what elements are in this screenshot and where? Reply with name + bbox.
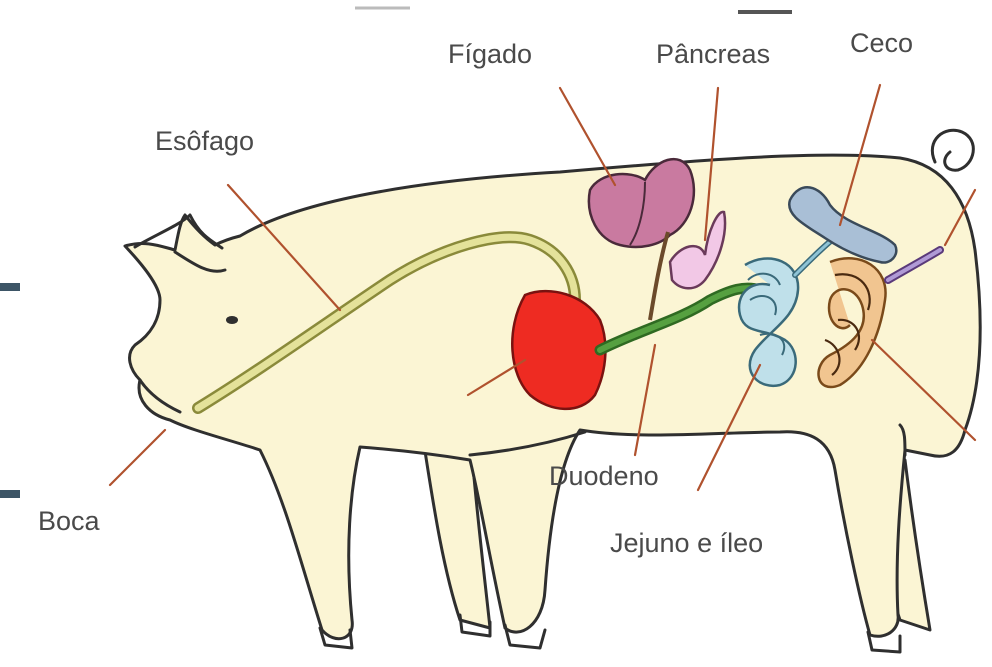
side-bar-top (0, 283, 20, 291)
pig-eye (226, 316, 238, 324)
label-jejuno-ileo: Jejuno e íleo (610, 528, 763, 558)
label-duodeno: Duodeno (549, 461, 659, 491)
label-esofago: Esôfago (155, 126, 254, 156)
label-boca: Boca (38, 506, 101, 536)
label-pancreas: Pâncreas (656, 39, 770, 69)
label-figado: Fígado (448, 39, 532, 69)
side-bar-bottom (0, 490, 20, 498)
stomach (512, 291, 605, 409)
pig-tail (932, 130, 973, 170)
label-ceco: Ceco (850, 28, 913, 58)
